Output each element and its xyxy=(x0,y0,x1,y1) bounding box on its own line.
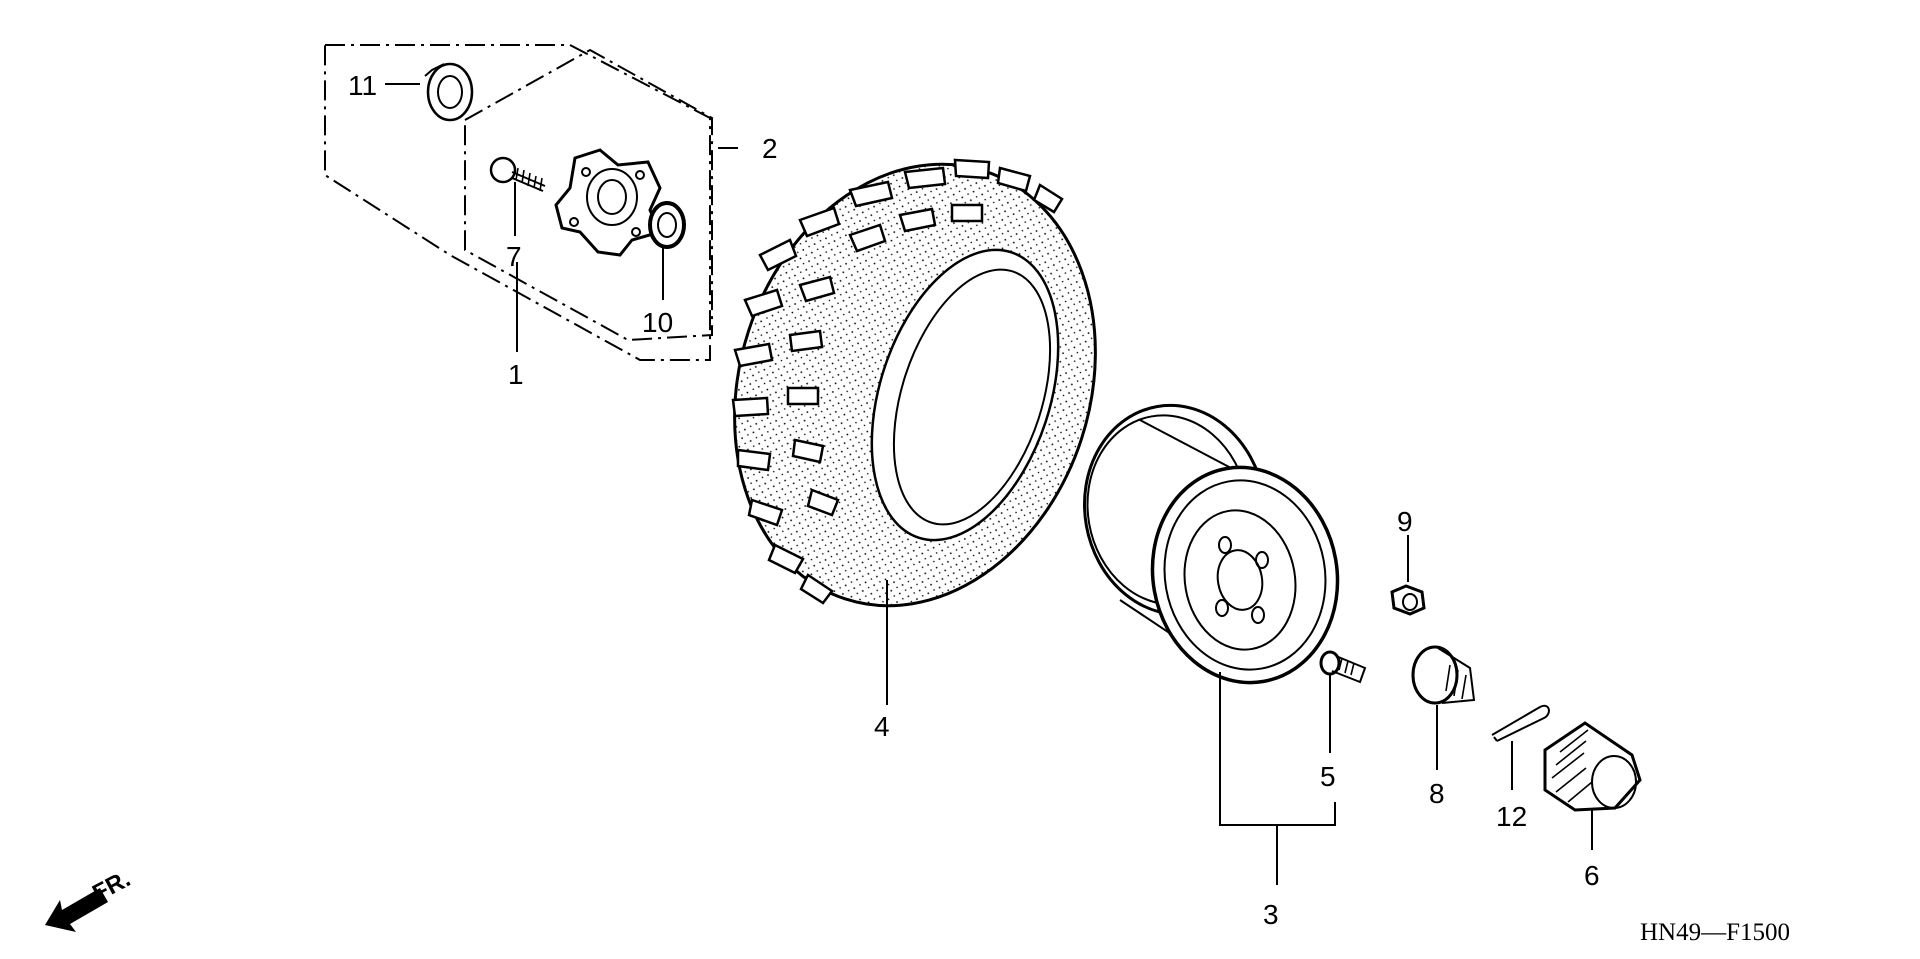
callout-6: 6 xyxy=(1584,860,1600,891)
diagram-code: HN49—F1500 xyxy=(1640,919,1790,946)
leader-lines xyxy=(385,83,1593,885)
cap-part xyxy=(1543,721,1642,812)
callout-8: 8 xyxy=(1429,778,1445,809)
callout-10: 10 xyxy=(642,307,673,338)
callout-7: 7 xyxy=(506,241,522,272)
hub-flange-part xyxy=(554,148,663,257)
collar-part xyxy=(424,62,474,122)
assembly-frame-1 xyxy=(324,44,711,361)
wheel-part xyxy=(1083,403,1340,685)
tire-part xyxy=(731,158,1097,608)
callout-2: 2 xyxy=(762,133,778,164)
wheel-nut-part xyxy=(1390,584,1426,616)
callout-12: 12 xyxy=(1496,801,1527,832)
castle-nut-part xyxy=(1411,645,1476,705)
callout-9: 9 xyxy=(1397,506,1413,537)
arrow-front-icon: FR. xyxy=(45,865,135,932)
callout-5: 5 xyxy=(1320,761,1336,792)
assembly-frame-2 xyxy=(464,48,713,342)
callout-4: 4 xyxy=(874,711,890,742)
callout-3: 3 xyxy=(1263,899,1279,930)
callout-1: 1 xyxy=(508,359,524,390)
cotter-pin-part xyxy=(1491,704,1550,742)
hub-bolt-part xyxy=(489,156,546,192)
oil-seal-part xyxy=(648,201,686,249)
callout-11: 11 xyxy=(348,70,377,101)
valve-stem-part xyxy=(1319,650,1367,684)
